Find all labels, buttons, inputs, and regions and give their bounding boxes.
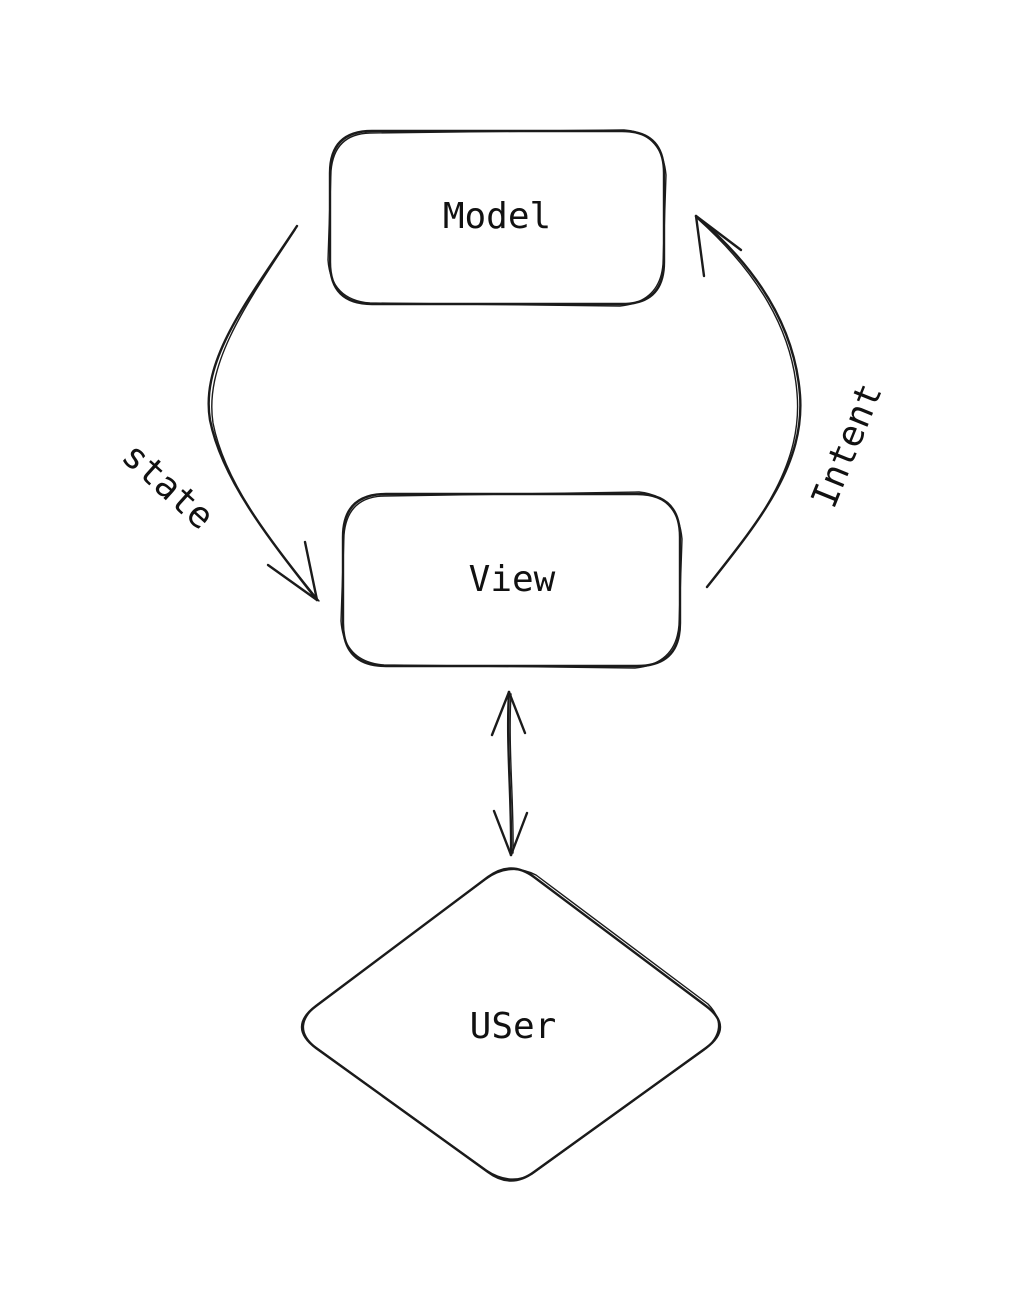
state-label: state (114, 435, 222, 538)
view-user-arrow (490, 690, 529, 857)
intent-arrow (694, 214, 802, 589)
user-label: USer (470, 1006, 557, 1047)
view-node[interactable]: View (340, 491, 683, 669)
state-arrow (207, 224, 320, 602)
user-node[interactable]: USer (300, 867, 722, 1182)
intent-label: Intent (804, 378, 891, 514)
view-label: View (469, 559, 556, 600)
model-node[interactable]: Model (327, 129, 667, 307)
model-label: Model (443, 196, 551, 237)
